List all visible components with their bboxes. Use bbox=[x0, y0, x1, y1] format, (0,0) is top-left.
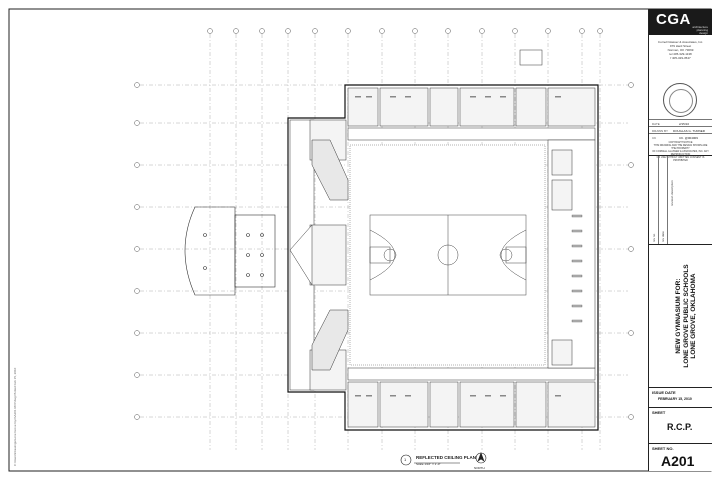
entry-canopy bbox=[184, 206, 276, 296]
north-label: NORTH bbox=[474, 466, 485, 470]
project-line: NEW GYMNASIUM FOR: bbox=[675, 278, 682, 354]
firm-logo: CGA architecture planning design bbox=[649, 9, 712, 35]
rev-col-no: rev no bbox=[652, 233, 656, 242]
sheet-title: R.C.P. bbox=[667, 422, 693, 432]
building-outline bbox=[287, 84, 599, 431]
sheet-number-label: SHEET NO. bbox=[652, 446, 674, 451]
architect-seal bbox=[663, 83, 697, 117]
north-arrow-icon bbox=[475, 452, 487, 464]
ck-value: CK. @004009 bbox=[679, 136, 698, 140]
sheet-number-section: SHEET NO. A201 bbox=[649, 443, 712, 472]
ck-label: CK bbox=[652, 136, 657, 140]
project-title: NEW GYMNASIUM FOR: LONE GROVE PUBLIC SCH… bbox=[675, 251, 698, 381]
copyright-line: COPYRIGHT NOTICE bbox=[668, 141, 693, 144]
roof-equipment bbox=[519, 49, 543, 66]
grid-bubbles bbox=[134, 28, 634, 420]
east-wing bbox=[547, 139, 596, 369]
firm-line: tel 405-329-1138 bbox=[669, 52, 692, 56]
date-value: 2/15/10 bbox=[679, 122, 690, 126]
firm-address: Cornell Glasser & Associates, Inc. 979 H… bbox=[653, 40, 708, 60]
logo-text: CGA bbox=[656, 11, 691, 28]
title-block: CGA architecture planning design Cornell… bbox=[648, 9, 712, 471]
south-wing bbox=[347, 367, 596, 428]
issue-date-label: ISSUE DATE bbox=[652, 390, 676, 395]
plan-scale: Scale 1/16" = 1'-0" bbox=[416, 462, 441, 466]
firm-line: 979 Hard Street bbox=[669, 44, 692, 48]
drawn-label: DRAWN BY bbox=[652, 129, 669, 133]
sheet-label: SHEET bbox=[652, 410, 666, 415]
project-line: LONE GROVE, OKLAHOMA bbox=[690, 273, 697, 359]
date-row: DATE 2/15/10 bbox=[649, 119, 712, 126]
sheet-title-section: SHEET R.C.P. bbox=[649, 407, 712, 444]
sheet-number: A201 bbox=[661, 453, 695, 469]
detail-number: 1 bbox=[404, 457, 407, 462]
copyright-line: OR USE WITHOUT WRITTEN CONSENT IS PROHIB… bbox=[656, 156, 705, 162]
copyright-line: THIS DRAWING AND THE DESIGN SHOWN ARE TH… bbox=[653, 144, 708, 150]
logo-sub-line: architecture bbox=[692, 25, 708, 29]
copyright-line: OF CORNELL GLASSER & ASSOCIATES, INC. AN… bbox=[652, 150, 709, 156]
drawn-value: DOUGLAS G. TURNER bbox=[673, 129, 705, 133]
diagonal-ramps bbox=[289, 139, 349, 371]
project-line: LONE GROVE PUBLIC SCHOOLS bbox=[682, 264, 690, 368]
logo-sub-line: planning bbox=[696, 28, 708, 32]
issue-date-value: FEBRUARY 15, 2010 bbox=[658, 397, 692, 401]
issue-date-section: ISSUE DATE FEBRUARY 15, 2010 bbox=[649, 387, 712, 408]
firm-line: f 405-329-3547 bbox=[670, 56, 691, 60]
rev-col-description: revision description bbox=[670, 180, 674, 206]
north-wing bbox=[347, 87, 596, 141]
date-label: DATE bbox=[652, 122, 660, 126]
logo-subtitle: architecture planning design bbox=[672, 26, 708, 35]
logo-sub-line: design bbox=[699, 31, 708, 35]
plan-caption: REFLECTED CEILING PLAN bbox=[416, 455, 477, 460]
file-path-note: C:\Users\Drawings\Lone Grove Gym\A201 RC… bbox=[13, 367, 17, 466]
copyright-notice: COPYRIGHT NOTICE THIS DRAWING AND THE DE… bbox=[651, 141, 710, 162]
detail-bubble bbox=[400, 454, 412, 466]
firm-line: Cornell Glasser & Associates, Inc. bbox=[657, 40, 704, 44]
ck-row: CK CK. @004009 bbox=[649, 133, 712, 140]
firm-line: Norman, OK 73069 bbox=[667, 48, 694, 52]
gym-court bbox=[349, 144, 546, 366]
light-fixtures bbox=[355, 96, 561, 397]
east-wing-fixtures bbox=[571, 214, 583, 323]
revision-table: rev no rev date revision description bbox=[649, 155, 712, 245]
rev-col-date: rev date bbox=[661, 231, 665, 242]
drawn-row: DRAWN BY DOUGLAS G. TURNER bbox=[649, 126, 712, 133]
